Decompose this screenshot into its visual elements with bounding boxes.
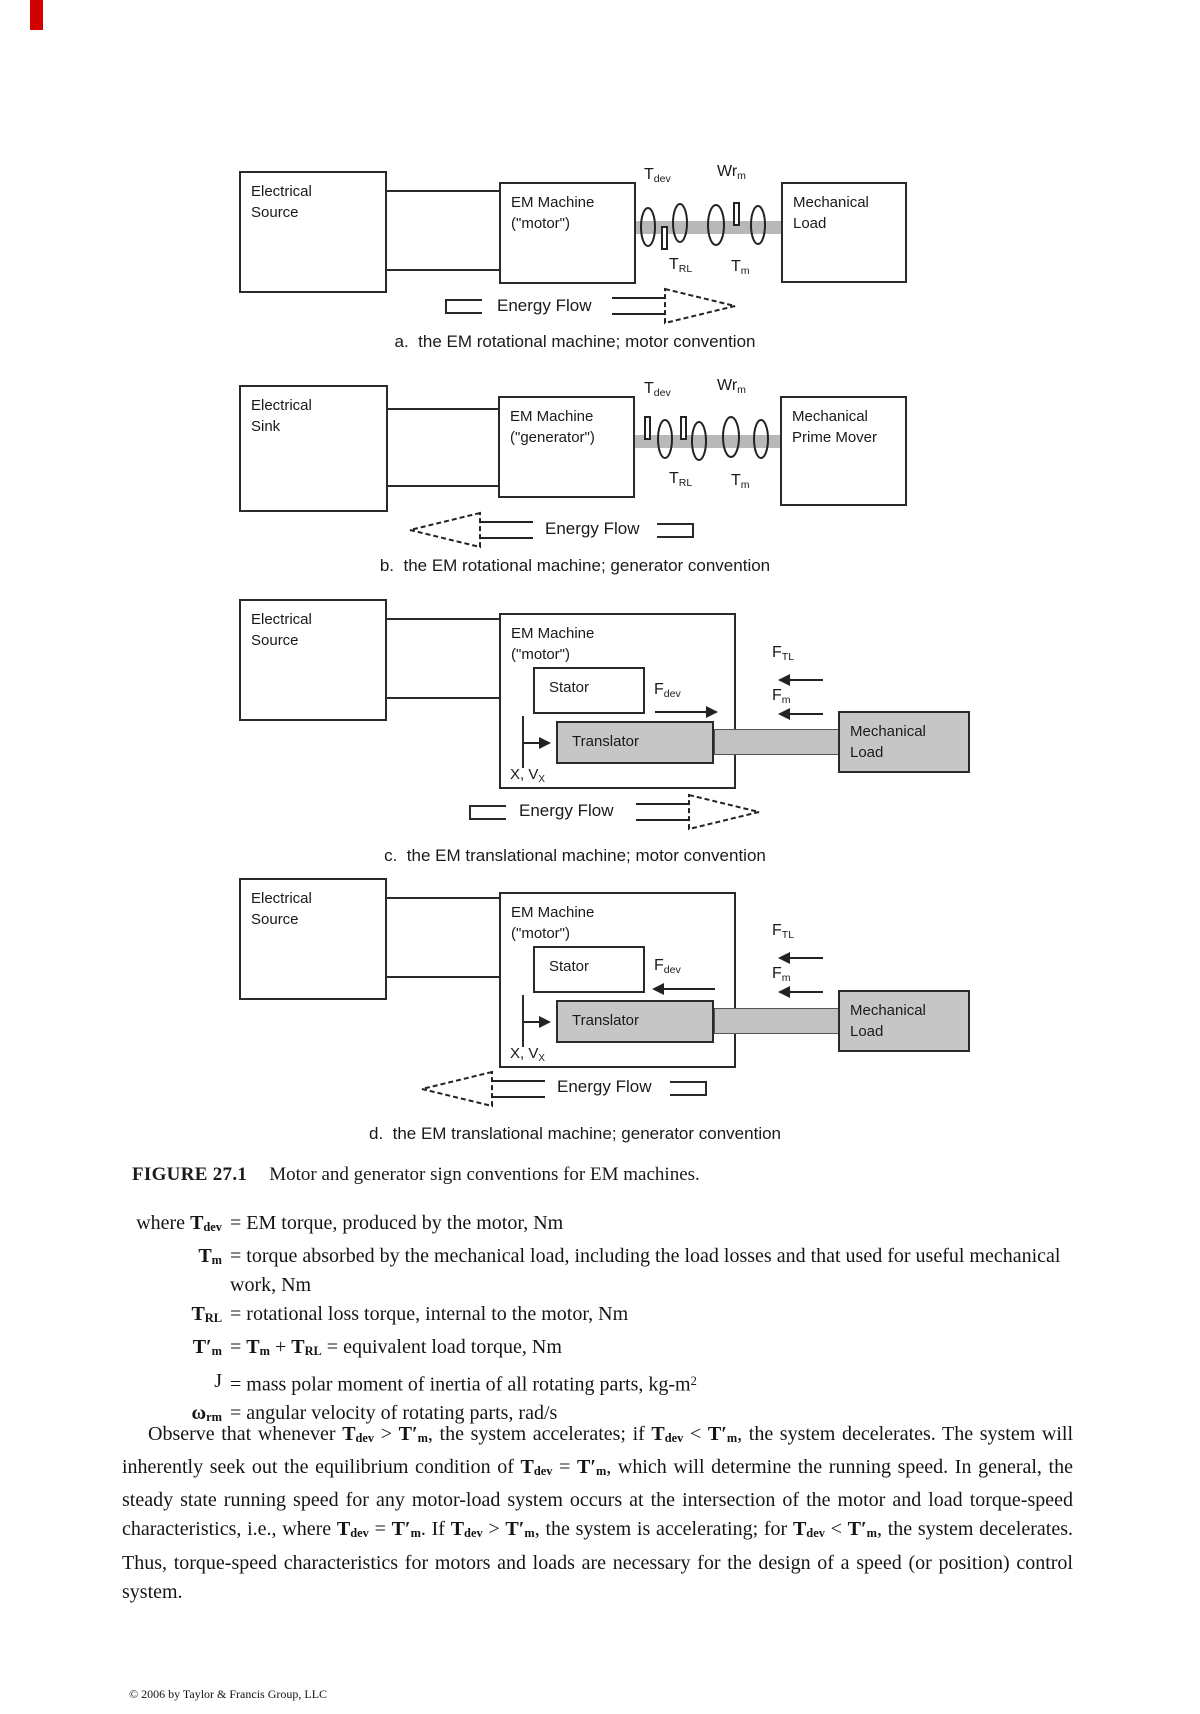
energy-legend-rect-icon bbox=[445, 299, 482, 314]
wire bbox=[388, 408, 498, 410]
mechanical-load-box: Mechanical Load bbox=[838, 711, 970, 773]
em-machine-box: EM Machine ("generator") bbox=[498, 396, 635, 498]
position-velocity-label: X, VX bbox=[510, 766, 545, 785]
definition-text: = Tm + TRL = equivalent load torque, Nm bbox=[230, 1336, 562, 1359]
force-dev-label: Fdev bbox=[654, 957, 681, 976]
force-m-arrow-left-icon bbox=[778, 708, 823, 720]
mechanical-prime-mover-box: Mechanical Prime Mover bbox=[780, 396, 907, 506]
stator-box: Stator bbox=[533, 667, 645, 714]
wire bbox=[387, 697, 499, 699]
force-m-label: Fm bbox=[772, 965, 791, 984]
definition-row: Tm = torque absorbed by the mechanical l… bbox=[122, 1242, 1073, 1300]
figure-caption: FIGURE 27.1 Motor and generator sign conv… bbox=[132, 1164, 700, 1186]
translator-box: Translator bbox=[556, 721, 714, 764]
definition-text: = rotational loss torque, internal to th… bbox=[230, 1303, 629, 1326]
definition-symbol: T′m bbox=[192, 1336, 222, 1359]
wire bbox=[387, 976, 499, 978]
wire bbox=[387, 897, 499, 899]
reference-line bbox=[522, 995, 524, 1047]
force-tl-label: FTL bbox=[772, 644, 795, 663]
energy-legend-rect-icon bbox=[670, 1081, 707, 1096]
force-tl-arrow-left-icon bbox=[778, 952, 823, 964]
caption-c: c. the EM translational machine; motor c… bbox=[384, 846, 766, 865]
mechanical-load-box: Mechanical Load bbox=[838, 990, 970, 1052]
scan-red-mark bbox=[30, 0, 43, 30]
electrical-source-box: Electrical Source bbox=[239, 171, 387, 293]
definition-symbol: where Tdev bbox=[136, 1212, 222, 1235]
definition-symbol: ωrm bbox=[191, 1402, 222, 1425]
electrical-sink-box: Electrical Sink bbox=[239, 385, 388, 512]
reference-line bbox=[522, 716, 524, 768]
definition-row: J = mass polar moment of inertia of all … bbox=[122, 1367, 1073, 1400]
figure-caption-label: FIGURE 27.1 bbox=[132, 1164, 248, 1185]
wire bbox=[387, 618, 499, 620]
force-dev-arrow-left-icon bbox=[652, 983, 715, 995]
body-paragraph: Observe that whenever Tdev > T′m, the sy… bbox=[122, 1423, 1074, 1603]
force-tl-arrow-left-icon bbox=[778, 674, 823, 686]
torque-m-label: Tm bbox=[731, 472, 750, 491]
definition-row: ωrm = angular velocity of rotating parts… bbox=[122, 1399, 1073, 1432]
energy-flow-arrow-right-icon bbox=[636, 793, 760, 831]
torque-rl-label: TRL bbox=[669, 256, 693, 275]
position-velocity-label: X, VX bbox=[510, 1045, 545, 1064]
definition-text: = EM torque, produced by the motor, Nm bbox=[230, 1212, 564, 1234]
energy-flow-label: Energy Flow bbox=[557, 1077, 652, 1096]
caption-b: b. the EM rotational machine; generator … bbox=[379, 556, 771, 575]
definition-row: T′m = Tm + TRL = equivalent load torque,… bbox=[122, 1333, 1073, 1366]
energy-flow-label: Energy Flow bbox=[519, 801, 614, 820]
shaft-rotation-icon bbox=[635, 416, 780, 461]
caption-d: d. the EM translational machine; generat… bbox=[368, 1124, 782, 1143]
force-dev-arrow-right-icon bbox=[655, 706, 718, 718]
wire bbox=[387, 190, 499, 192]
energy-legend-rect-icon bbox=[657, 523, 694, 538]
definition-row: TRL = rotational loss torque, internal t… bbox=[122, 1300, 1073, 1333]
energy-flow-arrow-left-icon bbox=[421, 1070, 545, 1108]
electrical-source-box: Electrical Source bbox=[239, 878, 387, 1000]
force-dev-label: Fdev bbox=[654, 681, 681, 700]
definition-symbol: Tm bbox=[198, 1245, 222, 1268]
stator-box: Stator bbox=[533, 946, 645, 993]
translator-box: Translator bbox=[556, 1000, 714, 1043]
force-tl-label: FTL bbox=[772, 922, 795, 941]
speed-label: Wrm bbox=[717, 377, 746, 396]
torque-m-label: Tm bbox=[731, 258, 750, 277]
symbol-definitions: where Tdev = EM torque, produced by the … bbox=[122, 1209, 1073, 1432]
energy-flow-label: Energy Flow bbox=[545, 519, 640, 538]
definition-symbol: TRL bbox=[191, 1303, 222, 1326]
figure-caption-text: Motor and generator sign conventions for… bbox=[269, 1164, 700, 1185]
translator-motion-arrow-icon bbox=[524, 1016, 551, 1028]
wire bbox=[387, 269, 499, 271]
torque-dev-label: Tdev bbox=[644, 166, 671, 185]
translator-motion-arrow-icon bbox=[524, 737, 551, 749]
force-m-arrow-left-icon bbox=[778, 986, 823, 998]
copyright-footer: © 2006 by Taylor & Francis Group, LLC bbox=[129, 1687, 328, 1701]
speed-label: Wrm bbox=[717, 163, 746, 182]
definition-symbol: J bbox=[214, 1369, 222, 1392]
electrical-source-box: Electrical Source bbox=[239, 599, 387, 721]
caption-a: a. the EM rotational machine; motor conv… bbox=[394, 332, 756, 351]
mechanical-load-box: Mechanical Load bbox=[781, 182, 907, 283]
connecting-rod bbox=[714, 1008, 840, 1034]
energy-flow-label: Energy Flow bbox=[497, 296, 592, 315]
definition-text: = mass polar moment of inertia of all ro… bbox=[230, 1373, 697, 1396]
force-m-label: Fm bbox=[772, 687, 791, 706]
definition-text: = angular velocity of rotating parts, ra… bbox=[230, 1402, 558, 1425]
energy-legend-rect-icon bbox=[469, 805, 506, 820]
em-machine-box: EM Machine ("motor") bbox=[499, 182, 636, 284]
torque-dev-label: Tdev bbox=[644, 380, 671, 399]
connecting-rod bbox=[714, 729, 840, 755]
shaft-rotation-icon bbox=[636, 202, 781, 250]
definition-text: = torque absorbed by the mechanical load… bbox=[230, 1245, 1061, 1297]
energy-flow-arrow-right-icon bbox=[612, 287, 736, 325]
definition-row: where Tdev = EM torque, produced by the … bbox=[122, 1209, 1073, 1242]
torque-rl-label: TRL bbox=[669, 470, 693, 489]
wire bbox=[388, 485, 498, 487]
energy-flow-arrow-left-icon bbox=[409, 511, 533, 549]
